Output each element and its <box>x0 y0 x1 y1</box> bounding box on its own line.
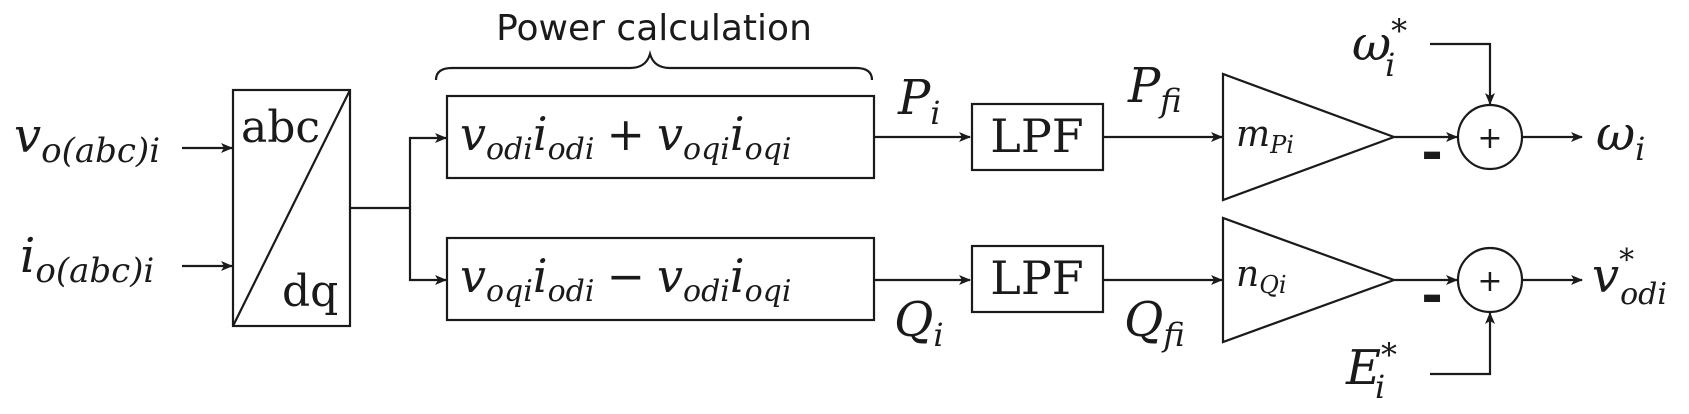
active-power-block: vodiiodi+voqiioqi <box>445 94 876 180</box>
summing-junction-top: + <box>1456 103 1524 171</box>
split-to-reactive-arrow <box>408 208 447 285</box>
summing-junction-bottom: + <box>1456 246 1524 314</box>
power-calculation-brace <box>434 50 874 81</box>
summer-bottom-minus: - <box>1421 266 1443 326</box>
summer-bottom-plus: + <box>1477 264 1502 299</box>
reactive-power-expression: voqiiodi−vodiioqi <box>460 249 791 309</box>
filtered-reactive-power-label: Qfi <box>1124 292 1185 354</box>
gain-label-bottom: nQi <box>1236 254 1287 299</box>
lpf-block-top: LPF <box>970 102 1105 172</box>
active-power-output-label: Pi <box>897 70 941 132</box>
input-voltage-label: vo(abc)i <box>14 108 160 171</box>
filtered-active-power-label: Pfi <box>1127 58 1182 120</box>
lpf-label-top: LPF <box>990 109 1083 163</box>
input-current-label: io(abc)i <box>20 228 154 291</box>
frequency-reference-label: ω*i <box>1352 12 1407 84</box>
transform-top-label: abc <box>241 102 320 153</box>
summer-top-plus: + <box>1477 121 1502 156</box>
summer-top-minus: - <box>1421 123 1443 183</box>
voltage-reference-label: E*i <box>1345 336 1397 406</box>
gain-label-top: mPi <box>1236 114 1294 159</box>
lpf-block-bottom: LPF <box>970 244 1105 314</box>
voltage-reference-arrow <box>1430 312 1495 376</box>
voltage-output-label: v*odi <box>1592 243 1667 312</box>
active-power-expression: vodiiodi+voqiioqi <box>460 107 791 167</box>
power-calculation-label: Power calculation <box>496 8 812 49</box>
gain-block-top: mPi <box>1221 72 1398 202</box>
lpf-label-bottom: LPF <box>990 251 1083 305</box>
transform-bottom-label: dq <box>282 266 338 317</box>
abc-dq-transform-block: abc dq <box>231 88 352 328</box>
reactive-power-output-label: Qi <box>894 292 944 354</box>
frequency-output-label: ωi <box>1596 106 1645 168</box>
frequency-reference-arrow <box>1430 42 1495 105</box>
split-to-active-arrow <box>408 133 447 208</box>
reactive-power-block: voqiiodi−vodiioqi <box>445 236 876 322</box>
gain-block-bottom: nQi <box>1221 216 1398 344</box>
